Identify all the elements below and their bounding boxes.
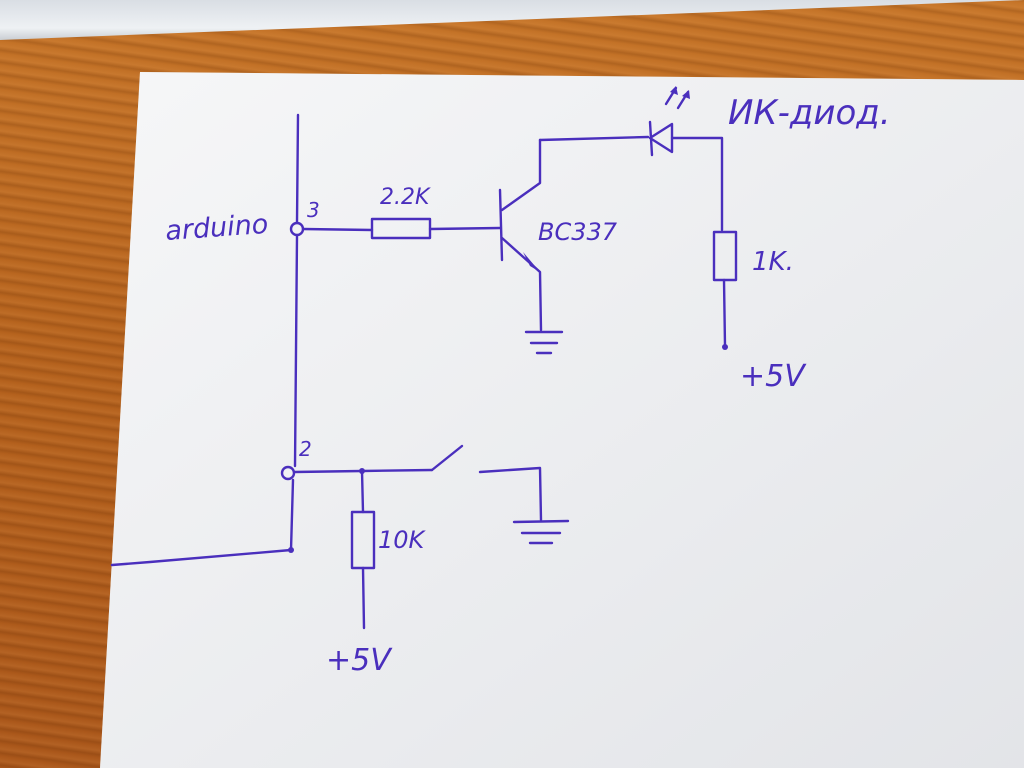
vcc-led-label: +5V [740, 359, 807, 394]
ground-symbol-emitter [524, 330, 564, 355]
resistor-2k2-label: 2.2K [380, 185, 431, 210]
transistor-label: BC337 [538, 218, 618, 246]
base-resistor-circuit [301, 217, 502, 240]
pin3-label: 3 [307, 198, 320, 222]
resistor-1k-label: 1K. [752, 247, 794, 277]
transistor-symbol [498, 135, 650, 332]
vcc-pull-label: +5V [326, 643, 393, 678]
ir-led-symbol [648, 86, 724, 232]
pin2-terminal [280, 465, 296, 481]
switch-circuit [292, 444, 543, 630]
arduino-label: arduino [164, 209, 269, 247]
pin2-label: 2 [299, 437, 312, 461]
pin3-terminal [289, 221, 305, 237]
resistor-1k-circuit [712, 230, 738, 350]
ir-diode-label: ИК-диод. [728, 93, 891, 133]
resistor-10k-label: 10K [378, 526, 427, 554]
ground-symbol-switch [512, 519, 570, 545]
